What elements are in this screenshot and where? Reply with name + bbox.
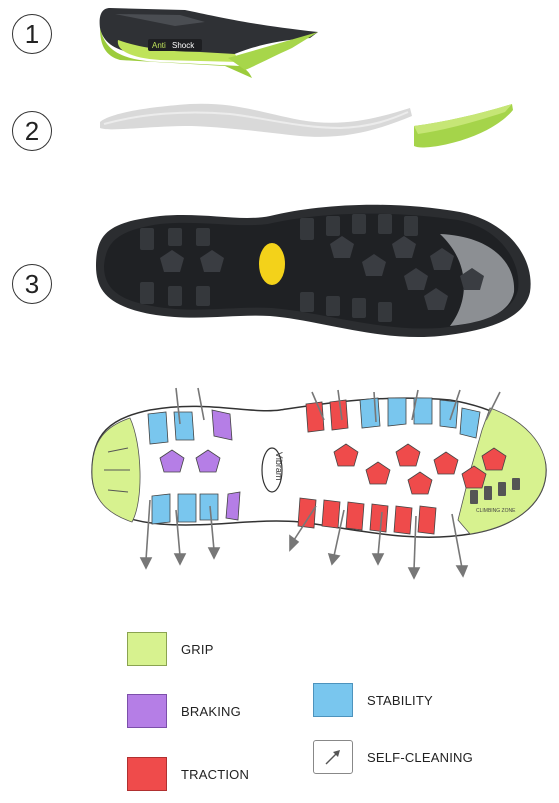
step-number-2: 2	[12, 111, 52, 151]
legend-self-cleaning-label: SELF-CLEANING	[367, 749, 473, 765]
legend-traction-label: TRACTION	[181, 766, 250, 782]
legend-braking-label: BRAKING	[181, 703, 241, 719]
step-number-1: 1	[12, 14, 52, 54]
zone-grip-toe	[457, 407, 547, 535]
legend-braking-swatch	[127, 694, 167, 728]
anti-shock-badge-left: Anti	[152, 41, 166, 50]
insole-illustration	[100, 103, 513, 148]
sole-marking-text: CLIMBING ZONE	[476, 508, 516, 514]
legend-stability: STABILITY	[313, 683, 433, 717]
zone-stability	[147, 411, 169, 445]
legend-self-cleaning-swatch	[313, 740, 353, 774]
legend-stability-label: STABILITY	[367, 692, 433, 708]
step-number-3: 3	[12, 264, 52, 304]
anti-shock-badge	[148, 39, 202, 51]
self-cleaning-arrow	[145, 499, 151, 561]
legend-grip: GRIP	[127, 632, 214, 666]
outsole-illustration	[96, 204, 531, 338]
legend-self-cleaning: SELF-CLEANING	[313, 740, 473, 774]
vibram-logo-text: Vibram	[274, 452, 284, 480]
legend-stability-swatch	[313, 683, 353, 717]
legend-grip-label: GRIP	[181, 641, 214, 657]
legend-traction-swatch	[127, 757, 167, 791]
legend-grip-swatch	[127, 632, 167, 666]
vibram-badge	[257, 241, 287, 287]
sole-zone-diagram: Vibram CLIMBING ZONE	[91, 387, 547, 580]
midsole-illustration: Anti Shock	[99, 8, 318, 78]
anti-shock-badge-right: Shock	[172, 41, 195, 50]
legend-traction: TRACTION	[127, 757, 249, 791]
legend-braking: BRAKING	[127, 694, 241, 728]
zone-braking	[159, 449, 185, 473]
arrow-icon	[325, 750, 340, 765]
zone-traction	[305, 401, 325, 433]
zone-braking	[195, 449, 221, 473]
